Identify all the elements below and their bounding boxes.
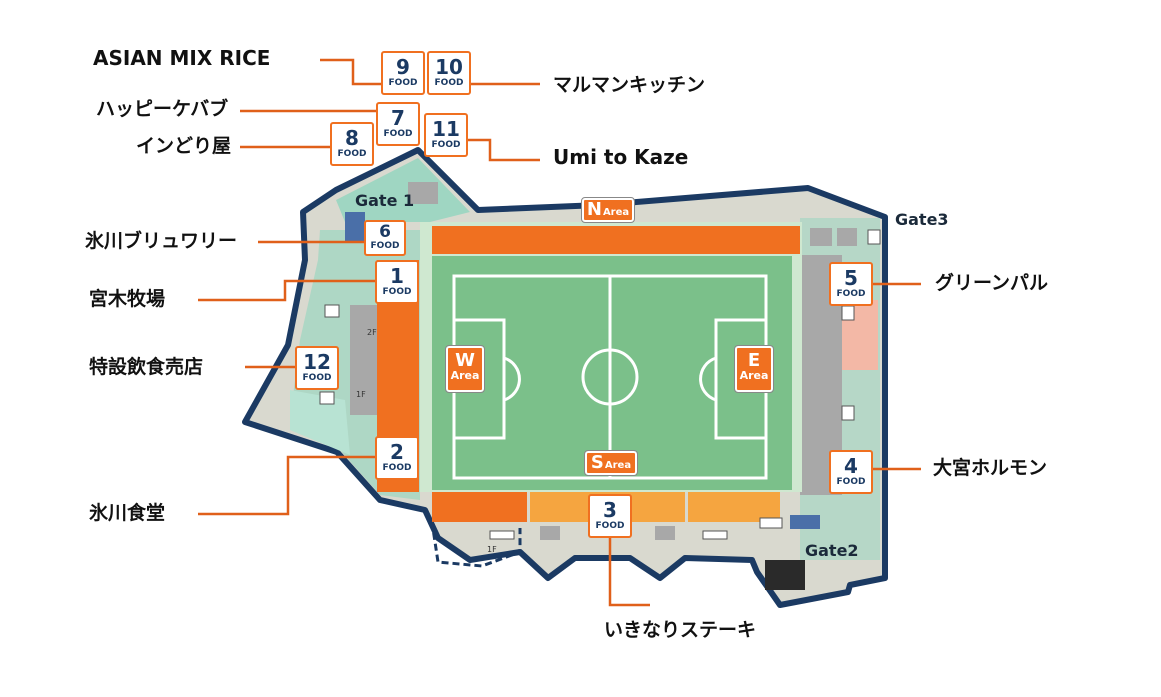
- seats-south-1: [432, 492, 527, 522]
- booth-1-number: 1: [390, 264, 404, 288]
- vendor-label-9[interactable]: ASIAN MIX RICE: [93, 46, 271, 70]
- vendor-label-11[interactable]: Umi to Kaze: [553, 145, 689, 169]
- booth-9-number: 9: [396, 55, 410, 79]
- booth-3-tag: FOOD: [595, 521, 625, 531]
- vendor-label-7[interactable]: ハッピーケバブ: [96, 98, 229, 120]
- gate-1-label: Gate 1: [355, 191, 415, 210]
- vendor-label-10[interactable]: マルマンキッチン: [553, 74, 706, 96]
- vendor-label-6[interactable]: 氷川ブリュワリー: [85, 230, 238, 252]
- booth-6-tag: FOOD: [370, 241, 400, 251]
- booth-12-tag: FOOD: [302, 373, 332, 383]
- s-area-word: Area: [604, 459, 632, 471]
- floor-label-1f-south: 1F: [487, 545, 497, 554]
- floor-label-2f: 2F: [367, 328, 377, 337]
- seats-north: [432, 226, 800, 254]
- booth-8-number: 8: [345, 126, 359, 150]
- booth-2-tag: FOOD: [382, 463, 412, 473]
- w-area-word: Area: [450, 369, 480, 382]
- floor-label-1f-west: 1F: [356, 390, 366, 399]
- leader-lines: [198, 58, 921, 607]
- vendor-label-5[interactable]: グリーンパル: [935, 272, 1049, 294]
- booth-11-number: 11: [432, 117, 460, 141]
- vendor-label-4[interactable]: 大宮ホルモン: [933, 457, 1048, 479]
- booth-8-tag: FOOD: [337, 149, 367, 159]
- e-area-letter: E: [747, 350, 761, 371]
- booth-12-number: 12: [303, 350, 331, 374]
- n-area-letter: N: [586, 199, 602, 220]
- booth-4-number: 4: [844, 454, 858, 478]
- stair-details: [319, 182, 881, 590]
- booth-11-tag: FOOD: [431, 140, 461, 150]
- booth-6-number: 6: [379, 222, 391, 242]
- vendor-label-8[interactable]: インどり屋: [136, 135, 232, 157]
- booth-5-number: 5: [844, 266, 858, 290]
- seats-south-3: [688, 492, 780, 522]
- booth-7-number: 7: [391, 106, 405, 130]
- n-area-word: Area: [602, 206, 630, 218]
- booth-1-tag: FOOD: [382, 287, 412, 297]
- booth-5-tag: FOOD: [836, 289, 866, 299]
- vendor-label-3[interactable]: いきなりステーキ: [604, 619, 757, 641]
- w-area-letter: W: [455, 350, 475, 371]
- booth-3-number: 3: [603, 498, 617, 522]
- booth-2-number: 2: [390, 440, 404, 464]
- concourse-southwest: [290, 390, 350, 455]
- stand-west-building: [350, 305, 380, 415]
- e-area-word: Area: [739, 369, 769, 382]
- booth-10-number: 10: [435, 55, 463, 79]
- gate-2-label: Gate2: [805, 541, 859, 560]
- gate-3-label: Gate3: [895, 210, 949, 229]
- vendor-label-12[interactable]: 特設飲食売店: [89, 356, 204, 378]
- booth-4-tag: FOOD: [836, 477, 866, 487]
- concourse-northwest: [336, 158, 470, 222]
- vendor-label-2[interactable]: 氷川食堂: [89, 502, 166, 524]
- dashed-boundary: [430, 521, 522, 568]
- s-area-letter: S: [590, 452, 604, 473]
- booth-7-tag: FOOD: [383, 129, 413, 139]
- vendor-label-1[interactable]: 宮木牧場: [89, 288, 166, 310]
- booth-10-tag: FOOD: [434, 78, 464, 88]
- booth-9-tag: FOOD: [388, 78, 418, 88]
